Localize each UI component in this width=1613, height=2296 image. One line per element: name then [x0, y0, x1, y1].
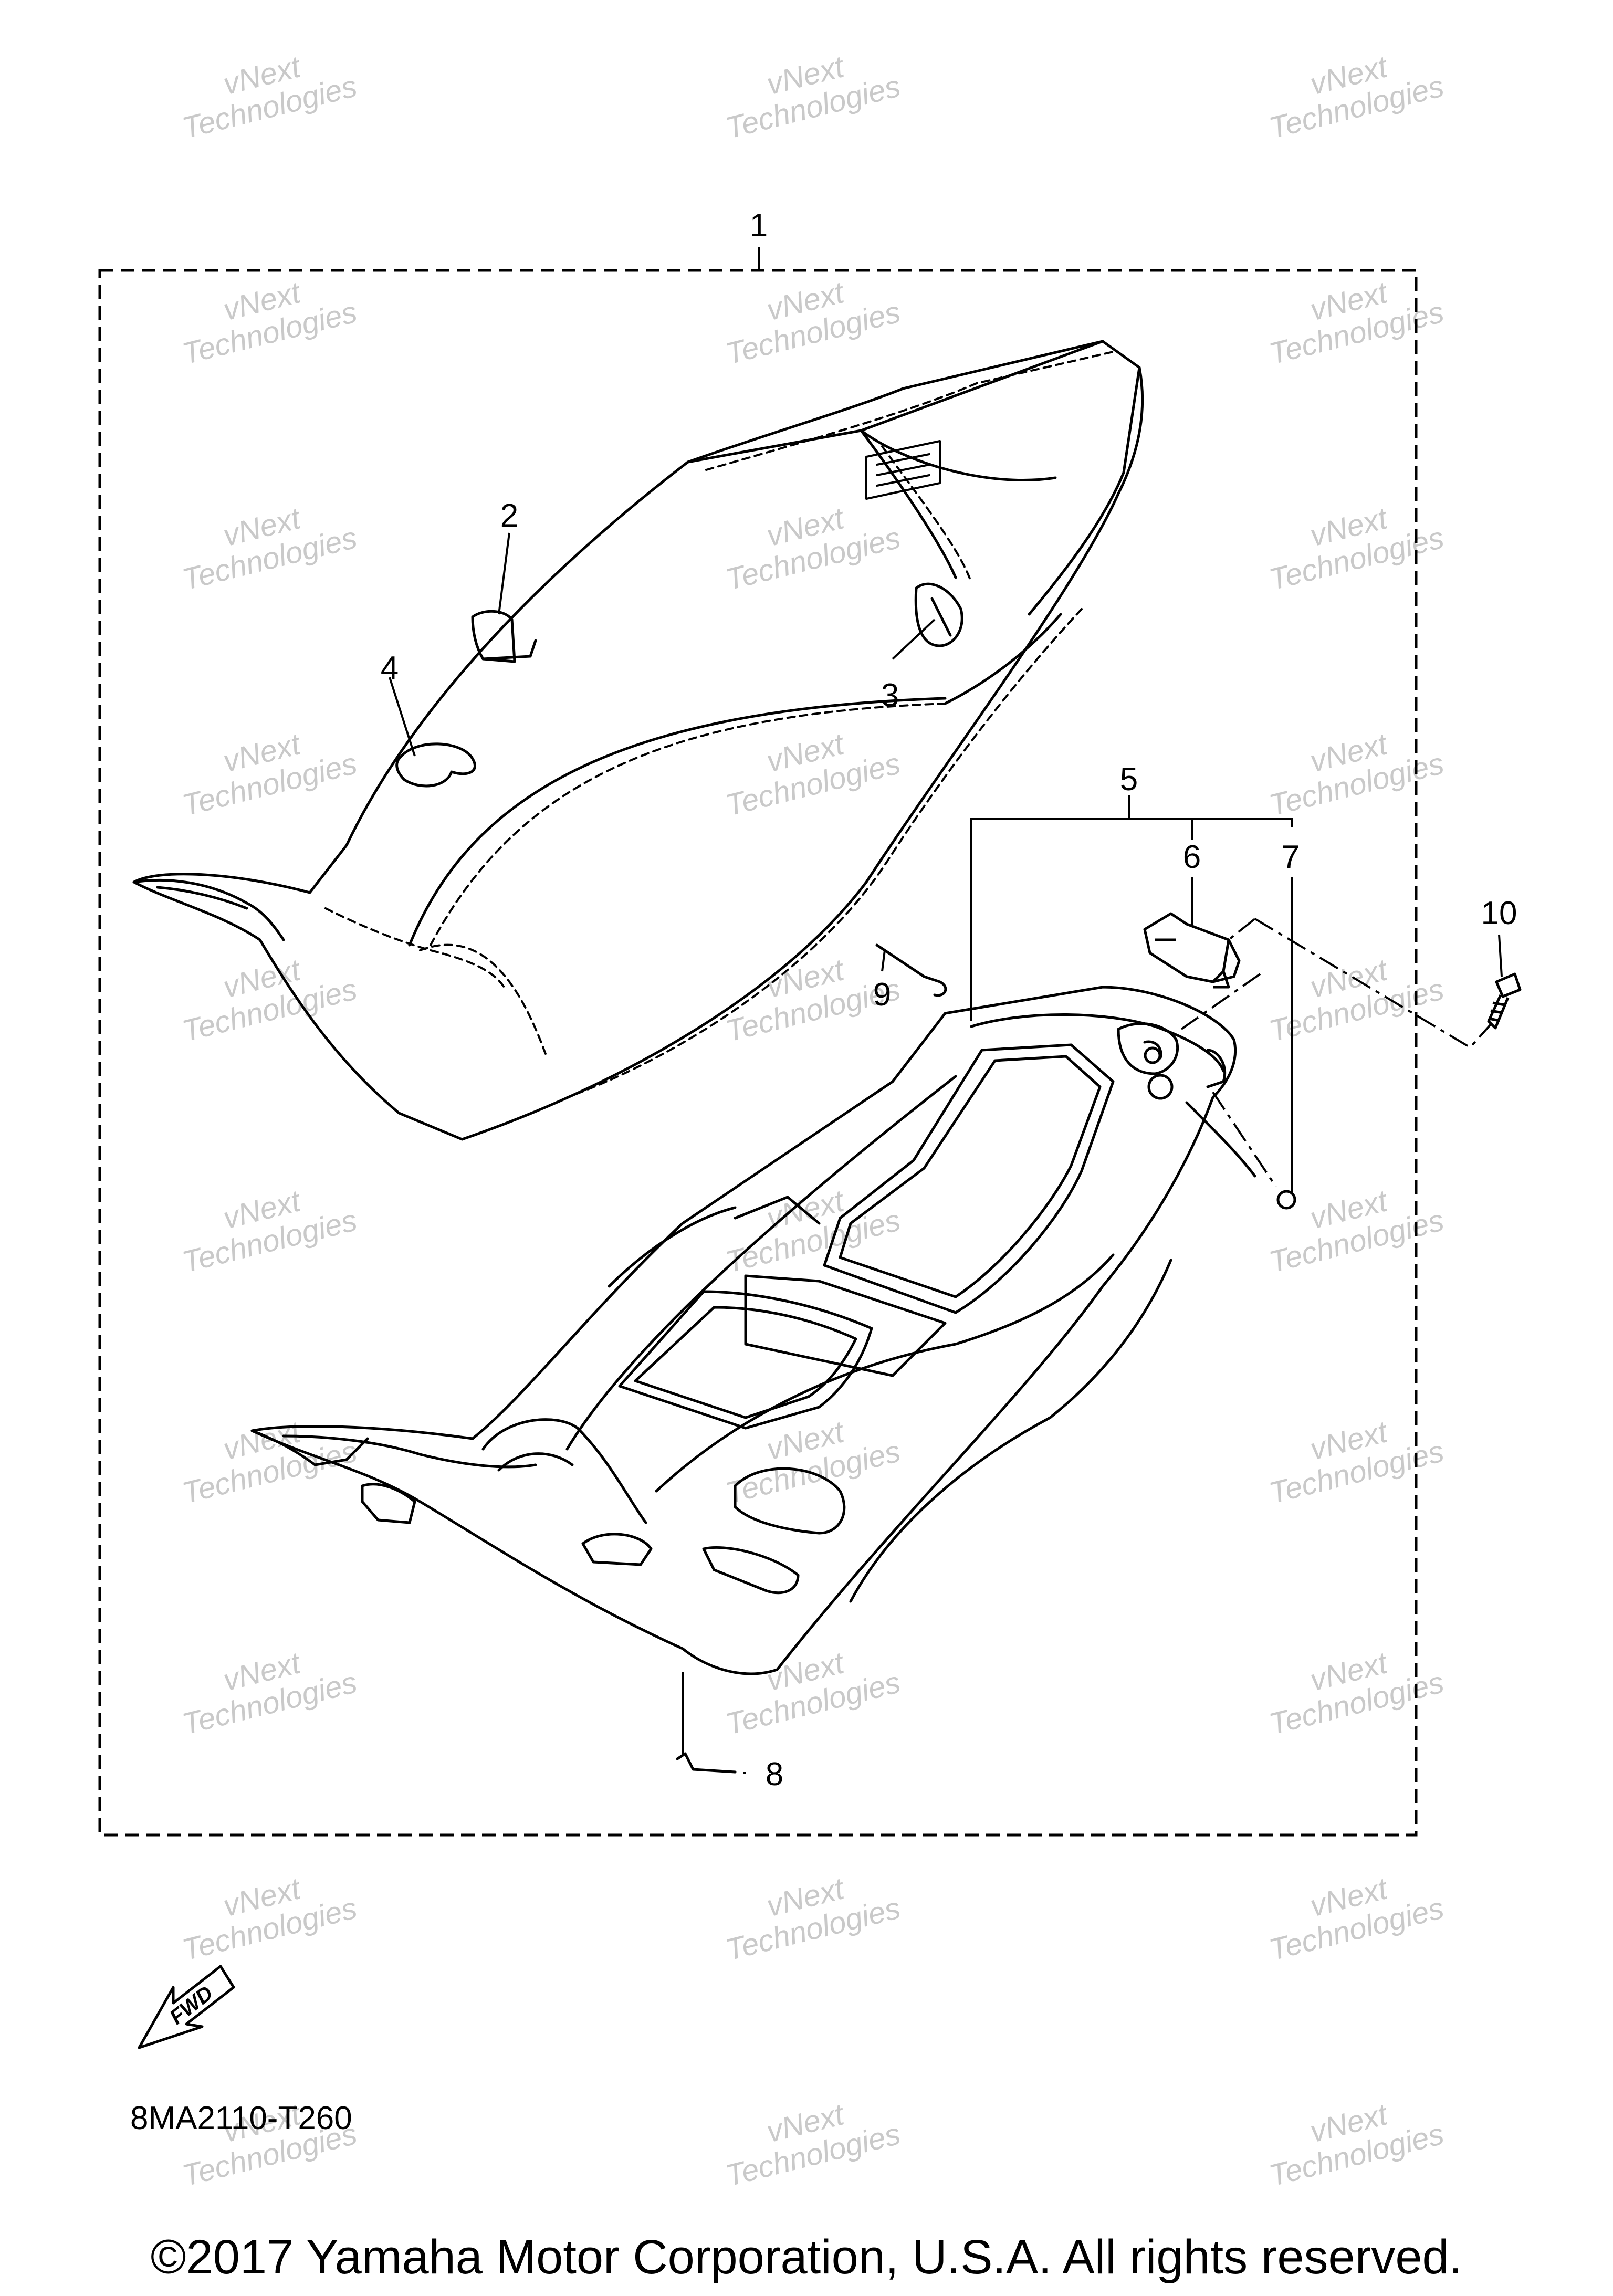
seat-base-drawing — [250, 986, 1296, 1774]
leader-lines — [389, 247, 1503, 1774]
callout-labels: 1 2 3 4 5 6 7 8 9 10 — [381, 207, 1517, 1792]
callout-8: 8 — [766, 1756, 783, 1792]
callout-10: 10 — [1481, 895, 1517, 931]
callout-5: 5 — [1120, 761, 1138, 798]
callout-4: 4 — [381, 650, 399, 686]
callout-6: 6 — [1183, 839, 1201, 875]
callout-7: 7 — [1282, 839, 1300, 875]
callout-2: 2 — [500, 498, 518, 534]
callout-1: 1 — [750, 207, 768, 244]
kit-boundary-box — [98, 269, 1418, 1837]
seat-drawing — [132, 340, 1144, 1141]
callout-3: 3 — [881, 677, 899, 714]
copyright-notice: ©2017 Yamaha Motor Corporation, U.S.A. A… — [151, 2230, 1462, 2284]
assembly-lines — [1180, 918, 1492, 1188]
callout-9: 9 — [873, 977, 891, 1013]
fwd-arrow-icon: FWD — [138, 1965, 235, 2049]
screw-part-10 — [1487, 972, 1522, 1030]
diagram-code: 8MA2110-T260 — [130, 2100, 352, 2136]
bracket-part-6 — [1143, 912, 1241, 989]
